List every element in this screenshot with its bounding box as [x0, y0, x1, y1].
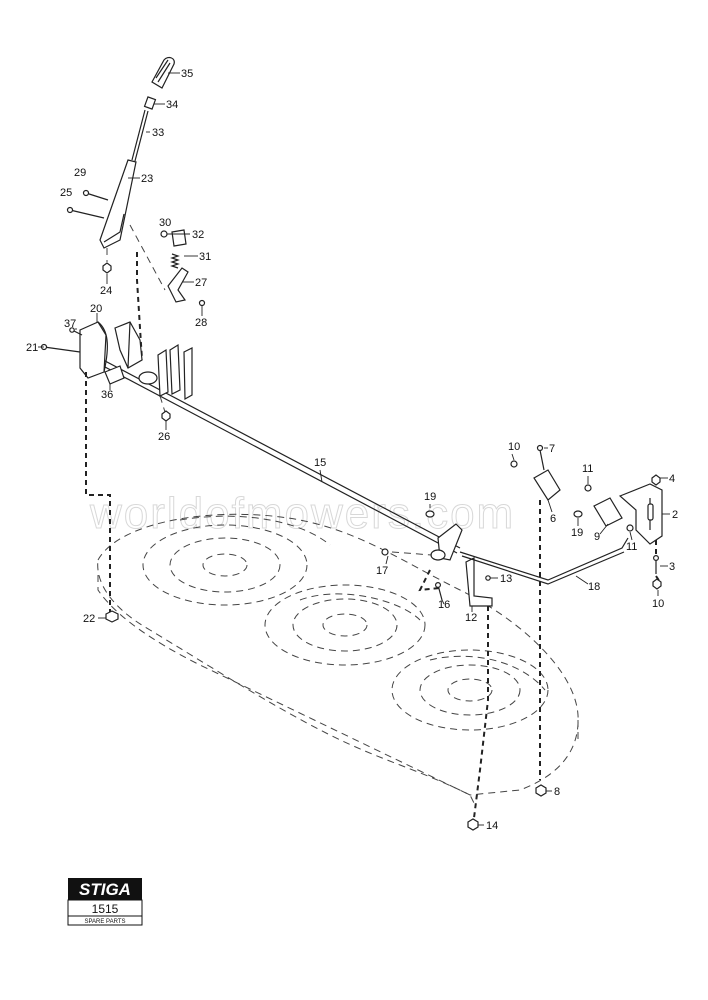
lift-shaft-assembly [40, 321, 493, 607]
callout-26: 26 [158, 431, 170, 443]
watermark-text: worldofmowers.com [89, 489, 515, 538]
callout-12: 12 [465, 612, 477, 624]
callout-35: 35 [181, 68, 193, 80]
callout-31: 31 [199, 251, 211, 263]
callout-16: 16 [438, 599, 450, 611]
callout-19-right: 19 [571, 527, 583, 539]
callout-10-bottom: 10 [652, 598, 664, 610]
callout-27: 27 [195, 277, 207, 289]
callout-36: 36 [101, 389, 113, 401]
brand-logo: STIGA [79, 880, 131, 899]
nut-8 [535, 784, 547, 797]
callout-22: 22 [83, 613, 95, 625]
callout-32: 32 [192, 229, 204, 241]
callout-28: 28 [195, 317, 207, 329]
callout-11-bottom: 11 [626, 541, 637, 553]
callout-24: 24 [100, 285, 112, 297]
brand-logo-box [68, 878, 142, 900]
callout-21: 21 [26, 342, 38, 354]
callout-11-top: 11 [582, 463, 593, 475]
callout-3: 3 [669, 561, 675, 573]
callout-4: 4 [669, 473, 675, 485]
callout-14: 14 [486, 820, 498, 832]
callout-20: 20 [90, 303, 102, 315]
brand-block: STIGA 1515 SPARE PARTS [67, 878, 143, 926]
callout-2: 2 [672, 509, 678, 521]
callout-9: 9 [594, 531, 600, 543]
callout-13: 13 [500, 573, 512, 585]
callout-6: 6 [550, 513, 556, 525]
nut-14 [467, 818, 479, 831]
callout-numbers: 35 34 33 23 29 25 30 32 31 27 24 28 20 3… [26, 68, 678, 832]
callout-8: 8 [554, 786, 560, 798]
callout-18: 18 [588, 581, 600, 593]
callout-10-top: 10 [508, 441, 520, 453]
callout-23: 23 [141, 173, 153, 185]
callout-17: 17 [376, 565, 388, 577]
mount-drop-lines [85, 372, 541, 819]
height-adjust-lever [66, 56, 206, 361]
callout-15: 15 [314, 457, 326, 469]
callout-33: 33 [152, 127, 164, 139]
nut-22 [105, 610, 119, 623]
callout-19-left: 19 [424, 491, 436, 503]
callout-37: 37 [64, 318, 76, 330]
callout-leaders [38, 72, 670, 826]
callout-25: 25 [60, 187, 72, 199]
right-bracket-assembly [459, 444, 663, 590]
callout-29: 29 [74, 167, 86, 179]
spare-parts-caption: SPARE PARTS [84, 919, 125, 925]
callout-7: 7 [549, 443, 555, 455]
callout-30: 30 [159, 217, 171, 229]
diagram-code: 1515 [92, 902, 119, 916]
mower-deck [97, 513, 579, 806]
callout-34: 34 [166, 99, 178, 111]
